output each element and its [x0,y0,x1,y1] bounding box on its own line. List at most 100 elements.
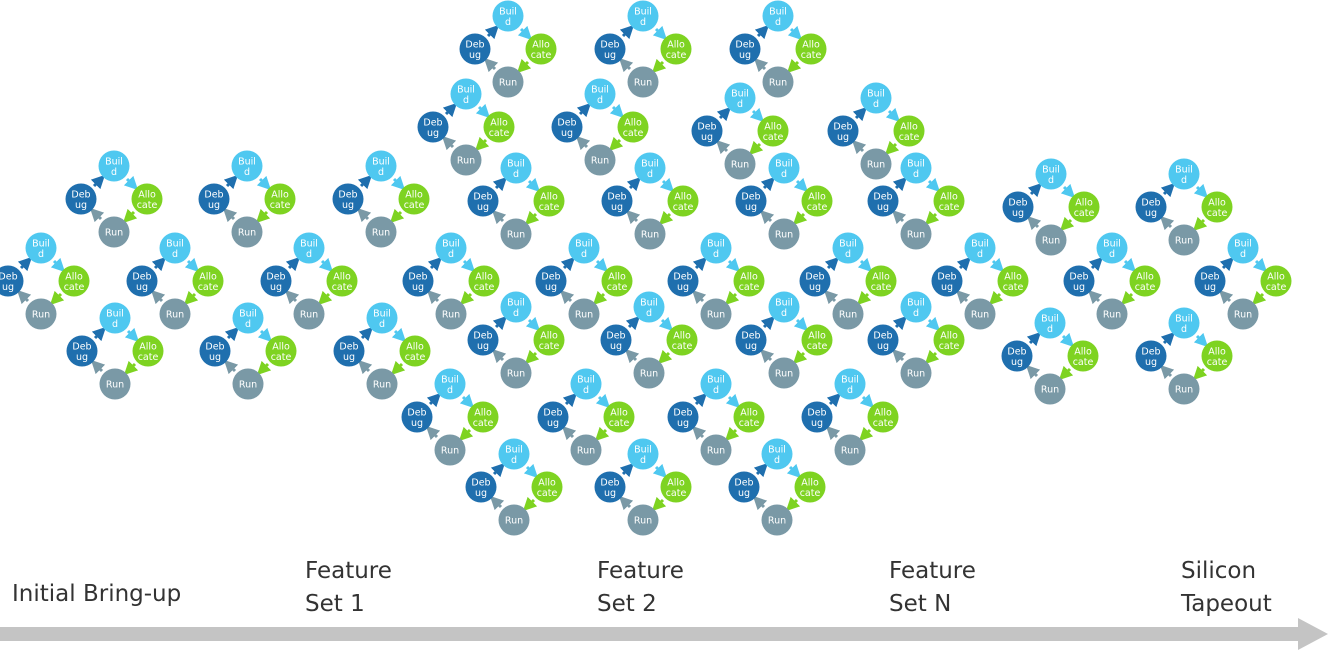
build-to-allocate-arrow [123,175,139,191]
debug-label: ug [136,282,148,293]
allocate-label: Allo [624,117,642,128]
debug-to-build-arrow [753,462,769,478]
run-to-debug-arrow [618,495,634,511]
allocate-label: cate [800,488,821,499]
build-to-allocate-arrow [1252,257,1268,273]
allocate-label: Allo [801,477,819,488]
allocate-label: Allo [674,191,692,202]
allocate-to-run-arrow [1120,290,1136,306]
debug-label: Deb [471,477,490,488]
debug-circle [1001,340,1033,372]
allocate-label: Allo [874,407,892,418]
debug-to-build-arrow [426,392,442,408]
run-to-debug-arrow [823,289,839,305]
run-label: Run [1175,236,1193,247]
debug-label: ug [475,488,487,499]
allocate-label: cate [801,50,822,61]
build-to-allocate-arrow [652,25,668,41]
allocate-circle [933,185,965,217]
run-node: Run [768,218,800,250]
allocate-to-run-arrow [256,360,272,376]
allocate-label: Allo [532,39,550,50]
build-label: d [737,99,743,110]
debug-circle [1194,265,1226,297]
run-to-debug-arrow [483,57,499,73]
debug-label: ug [208,200,220,211]
allocate-to-run-arrow [390,360,406,376]
allocate-to-run-arrow [785,496,801,512]
run-to-debug-arrow [16,289,32,305]
debug-label: Deb [735,39,754,50]
build-label: d [781,308,787,319]
debug-label: Deb [541,271,560,282]
debug-label: Deb [204,189,223,200]
build-circle [700,232,732,264]
debug-label: Deb [543,407,562,418]
build-label: Buil [457,84,475,95]
allocate-label: Allo [138,189,156,200]
debug-label: ug [877,341,889,352]
build-label: Buil [907,297,925,308]
debug-to-build-arrow [17,256,33,272]
run-label: Run [1234,310,1252,321]
allocate-to-run-arrow [522,496,538,512]
debug-to-build-arrow [357,174,373,190]
debug-to-build-arrow [826,392,842,408]
build-circle [768,291,800,323]
build-label: Buil [775,297,793,308]
build-circle [450,78,482,110]
build-label: d [774,455,780,466]
build-label: Buil [507,297,525,308]
build-circle [724,82,756,114]
debug-to-build-arrow [1026,331,1042,347]
debug-label: ug [547,418,559,429]
build-label: Buil [499,6,517,17]
build-to-allocate-arrow [525,316,541,332]
run-label: Run [457,156,475,167]
run-node: Run [498,504,530,536]
debug-circle [1063,265,1095,297]
run-label: Run [775,369,793,380]
build-label: Buil [1175,164,1193,175]
debug-to-build-arrow [626,176,642,192]
run-circle [568,298,600,330]
build-to-allocate-arrow [475,103,491,119]
run-label: Run [707,310,725,321]
debug-to-build-arrow [625,315,641,331]
build-circle [570,368,602,400]
debug-label: Deb [72,341,91,352]
allocate-to-run-arrow [858,426,874,442]
build-circle [232,302,264,334]
run-circle [700,298,732,330]
allocate-label: cate [137,200,158,211]
allocate-label: cate [739,418,760,429]
run-circle [365,216,397,248]
debug-label: ug [270,282,282,293]
allocate-label: cate [873,418,894,429]
build-label: d [873,99,879,110]
allocate-label: Allo [1136,271,1154,282]
debug-label: ug [75,200,87,211]
debug-to-build-arrow [358,326,374,342]
build-circle [900,152,932,184]
